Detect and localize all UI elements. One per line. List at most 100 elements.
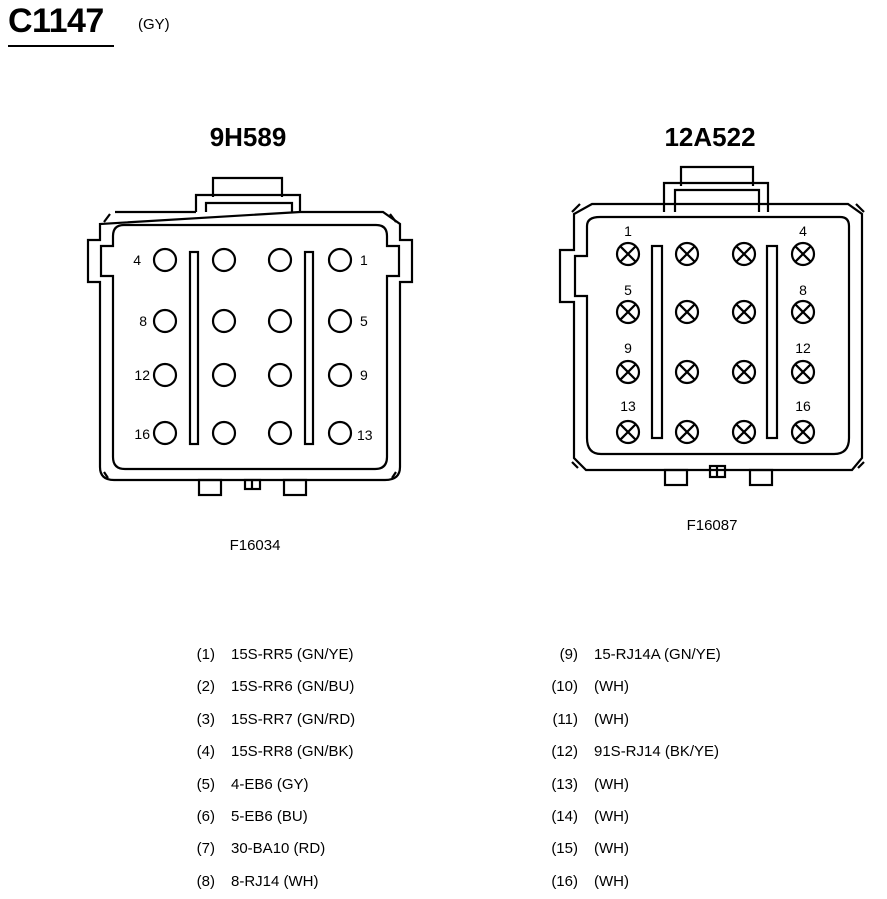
- pin-label: 8: [139, 313, 147, 329]
- cavity-crossed: [674, 241, 700, 267]
- connector-right-figure-id: F16087: [686, 517, 738, 534]
- cavity-15: [211, 420, 237, 446]
- connector-right-part-number: 12A522: [664, 122, 756, 152]
- cavity-crossed: [731, 299, 757, 325]
- cavity-16: [152, 420, 178, 446]
- circuit-row: (16)(WH): [551, 866, 721, 898]
- circuit-row: (14)(WH): [551, 801, 721, 833]
- connector-left-pin-labels: 4 1 8 5 12 9 16 13: [133, 252, 373, 443]
- circuit-description: 15-RJ14A (GN/YE): [594, 646, 721, 663]
- circuit-description: (WH): [594, 678, 629, 696]
- circuit-row: (12)91S-RJ14 (BK/YE): [551, 736, 721, 768]
- circuit-description: 30-BA10 (RD): [231, 840, 326, 858]
- circuit-pin-number: (14): [551, 807, 578, 825]
- cavity-crossed: [790, 241, 816, 267]
- cavity-crossed: [615, 241, 641, 267]
- pin-label: 8: [799, 282, 807, 298]
- circuit-description: 15S-RR8 (GN/BK): [231, 743, 354, 761]
- cavity-4: [152, 247, 178, 273]
- pin-label: 13: [357, 427, 373, 443]
- cavity-crossed: [790, 359, 816, 385]
- connector-color-code: (GY): [138, 16, 170, 33]
- cavity-crossed: [615, 359, 641, 385]
- connector-right-cavities: [615, 241, 816, 445]
- connector-left-part-number: 9H589: [209, 122, 287, 152]
- cavity-12: [152, 362, 178, 388]
- circuit-description: (WH): [594, 840, 629, 858]
- circuit-pin-number: (7): [196, 840, 215, 858]
- circuit-description: (WH): [594, 775, 629, 793]
- cavity-crossed: [615, 299, 641, 325]
- cavity-crossed: [731, 241, 757, 267]
- circuit-description: 15S-RR5 (GN/YE): [231, 646, 354, 663]
- circuit-row: (8) 8-RJ14 (WH): [197, 866, 355, 898]
- circuit-row: (10) (WH): [551, 671, 721, 703]
- connector-left-figure-id: F16034: [229, 537, 281, 554]
- circuit-row: (3) 15S-RR7 (GN/RD): [197, 704, 356, 736]
- circuit-pin-number: (12): [551, 743, 578, 761]
- pin-label: 1: [624, 223, 632, 239]
- cavity-crossed: [674, 359, 700, 385]
- cavity-11: [211, 362, 237, 388]
- circuit-description: 4-EB6 (GY): [231, 775, 309, 793]
- pin-label: 12: [134, 367, 150, 383]
- circuit-description: 5-EB6 (BU): [231, 807, 308, 825]
- cavity-10: [267, 362, 293, 388]
- pin-label: 5: [360, 313, 368, 329]
- connector-left-body: [86, 176, 414, 497]
- circuit-description: (WH): [594, 872, 629, 890]
- circuit-row: (1) 15S-RR5 (GN/YE): [197, 639, 355, 671]
- pin-label: 12: [795, 340, 811, 356]
- pin-label: 16: [134, 426, 150, 442]
- cavity-13: [327, 420, 353, 446]
- circuit-pin-number: (2): [196, 678, 215, 696]
- circuit-pin-number: (9): [559, 646, 578, 663]
- cavity-crossed: [674, 419, 700, 445]
- circuit-pin-number: (10): [551, 678, 578, 696]
- circuit-pin-number: (6): [196, 807, 215, 825]
- circuit-row: (7) 30-BA10 (RD): [197, 833, 355, 865]
- circuit-pin-number: (13): [551, 775, 578, 793]
- connector-face-diagrams: 4 1 8 5 12 9 16 13 1 4 5 8 9 12 13: [86, 165, 865, 497]
- cavity-8: [152, 308, 178, 334]
- connector-right-body: [558, 165, 865, 487]
- circuit-list-left: (1) 15S-RR5 (GN/YE) (2)15S-RR6 (GN/BU) (3) 1…: [197, 639, 356, 898]
- cavity-7: [211, 308, 237, 334]
- cavity-9: [327, 362, 353, 388]
- cavity-crossed: [674, 299, 700, 325]
- pin-label: 5: [624, 282, 632, 298]
- circuit-row: (2)15S-RR6 (GN/BU): [197, 671, 355, 703]
- circuit-description: 15S-RR7 (GN/RD): [231, 710, 356, 728]
- connector-right-pin-labels: 1 4 5 8 9 12 13 16: [620, 223, 811, 414]
- circuit-pin-number: (15): [551, 840, 578, 858]
- circuit-pin-number: (4): [196, 743, 215, 761]
- cavity-5: [327, 308, 353, 334]
- cavity-6: [267, 308, 293, 334]
- circuit-row: (15) (WH): [551, 833, 721, 865]
- pin-label: 1: [360, 252, 368, 268]
- pin-label: 16: [795, 398, 811, 414]
- connector-left-cavities: [152, 247, 353, 446]
- circuit-pin-number: (3): [196, 710, 215, 728]
- title-underline: [8, 45, 114, 47]
- circuit-pin-number: (8): [196, 872, 215, 890]
- circuit-description: 8-RJ14 (WH): [231, 872, 319, 890]
- circuit-pin-number: (11): [552, 710, 578, 728]
- cavity-crossed: [731, 419, 757, 445]
- cavity-14: [267, 420, 293, 446]
- cavity-crossed: [790, 419, 816, 445]
- circuit-row: (9) 15-RJ14A (GN/YE): [560, 639, 721, 671]
- cavity-2: [267, 247, 293, 273]
- cavity-1: [327, 247, 353, 273]
- cavity-crossed: [615, 419, 641, 445]
- pin-label: 4: [133, 252, 141, 268]
- circuit-pin-number: (1): [196, 646, 215, 663]
- connector-id: C1147: [8, 2, 104, 40]
- cavity-3: [211, 247, 237, 273]
- pin-label: 4: [799, 223, 807, 239]
- circuit-row: (11) (WH): [552, 704, 721, 736]
- pin-label: 13: [620, 398, 636, 414]
- circuit-list-right: (9) 15-RJ14A (GN/YE) (10) (WH) (11) (WH) (12)9…: [551, 639, 721, 898]
- circuit-row: (6) 5-EB6 (BU): [197, 801, 355, 833]
- circuit-description: (WH): [594, 710, 629, 728]
